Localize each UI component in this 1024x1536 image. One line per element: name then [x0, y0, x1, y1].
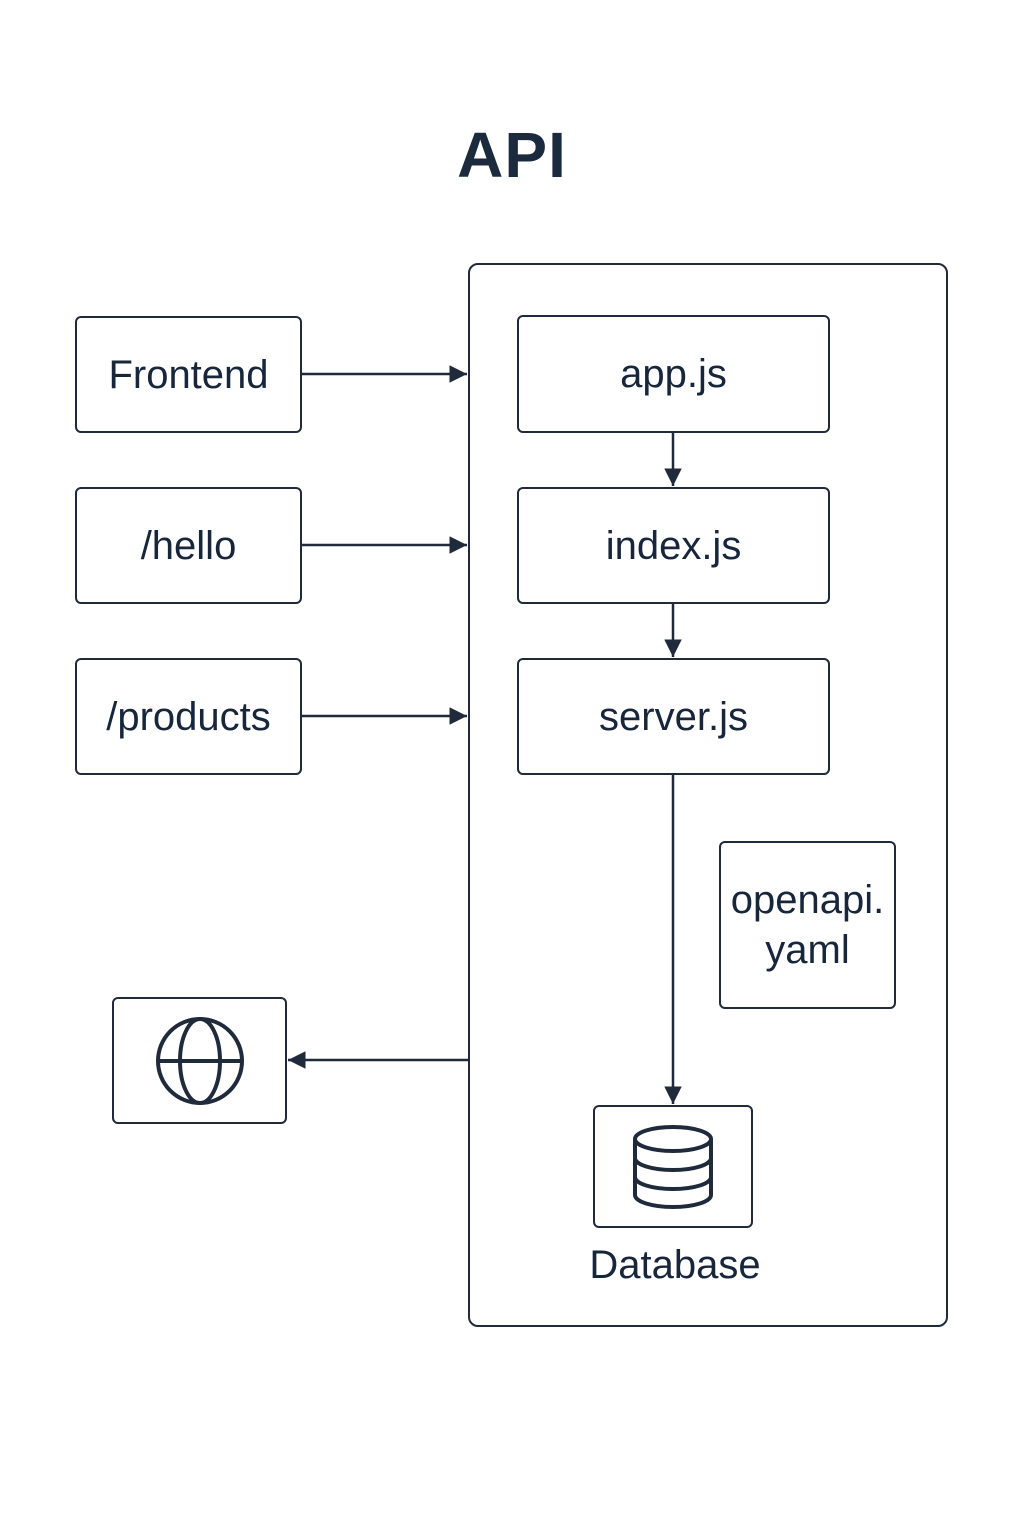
frontend-label: Frontend: [108, 352, 269, 397]
openapi-yaml-label-line1: openapi.: [730, 878, 885, 922]
hello-route-node: /hello: [75, 487, 302, 604]
database-node: [593, 1105, 753, 1228]
api-container: [468, 263, 948, 1327]
diagram-title: API: [457, 119, 567, 191]
frontend-node: Frontend: [75, 316, 302, 433]
products-route-node: /products: [75, 658, 302, 775]
app-js-label: app.js: [620, 352, 727, 396]
index-js-label: index.js: [605, 523, 742, 568]
database-label: Database: [589, 1243, 761, 1287]
globe-icon: [155, 1016, 244, 1105]
index-js-node: index.js: [517, 487, 830, 604]
openapi-yaml-node: openapi. yaml: [719, 841, 896, 1009]
openapi-yaml-label-line2: yaml: [765, 928, 850, 972]
app-js-node: app.js: [517, 315, 830, 433]
web-node: [112, 997, 287, 1124]
database-icon: [633, 1124, 713, 1209]
server-js-node: server.js: [517, 658, 830, 775]
server-js-label: server.js: [599, 694, 748, 739]
products-route-label: /products: [106, 694, 271, 739]
hello-route-label: /hello: [140, 523, 237, 568]
